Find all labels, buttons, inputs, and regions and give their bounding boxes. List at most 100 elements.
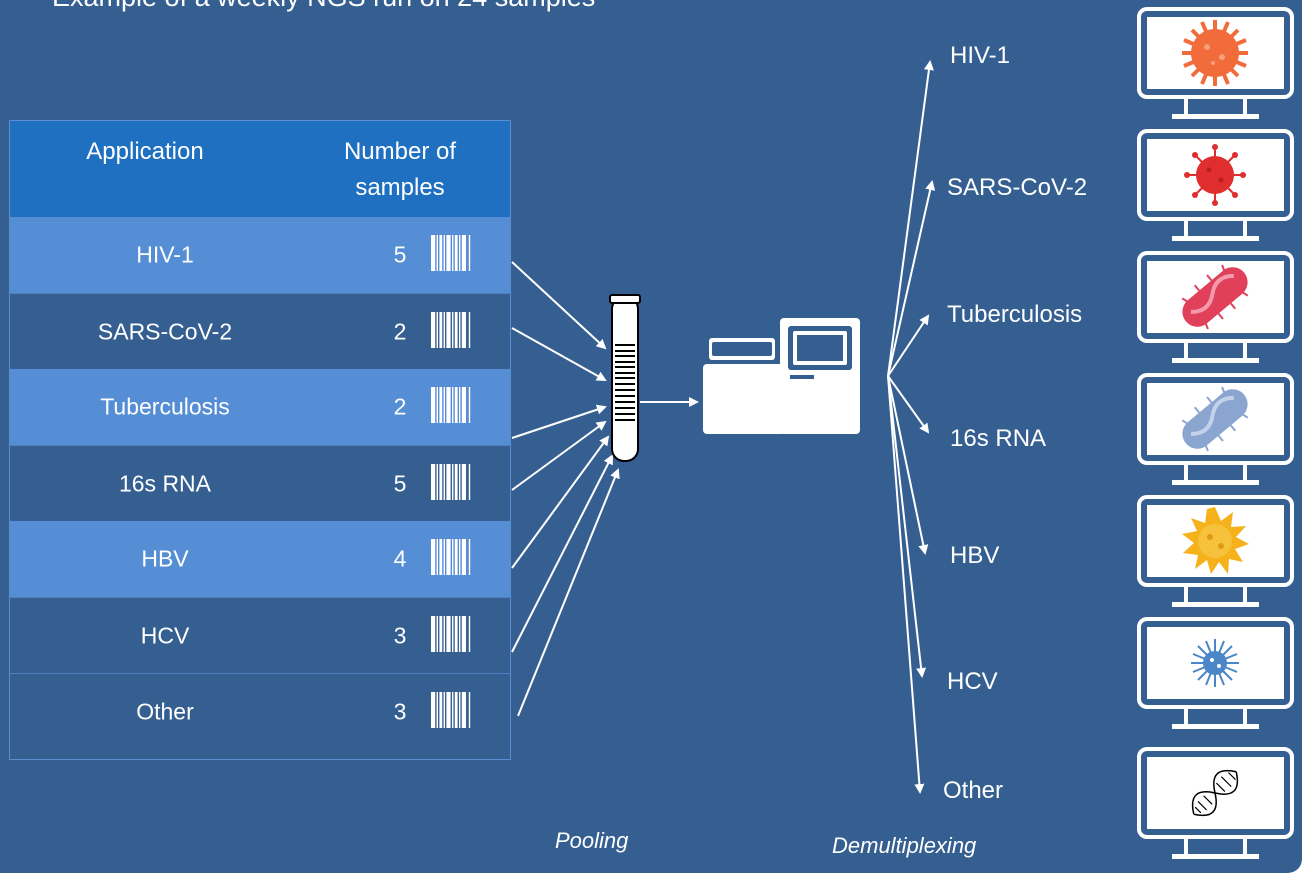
- barcode-bar: [443, 387, 445, 423]
- barcode-bar: [439, 235, 443, 271]
- barcode-bar: [459, 235, 461, 271]
- barcode-bar: [436, 387, 438, 423]
- barcode-icon: [431, 312, 471, 348]
- barcode-bar: [468, 539, 471, 575]
- barcode-bar: [459, 616, 461, 652]
- barcode-bar: [446, 692, 451, 728]
- table-row: HBV 4: [10, 521, 510, 597]
- monitor-16s-rna: [1137, 373, 1294, 485]
- output-label-sarscov2: SARS-CoV-2: [947, 174, 1088, 201]
- barcode-icon: [431, 692, 471, 728]
- barcode-bar: [443, 464, 445, 500]
- barcode-bar: [443, 616, 445, 652]
- row-count: 3: [393, 622, 407, 648]
- barcode-bar: [452, 235, 454, 271]
- barcode-bar: [443, 312, 445, 348]
- monitor-hiv1: [1137, 7, 1294, 119]
- barcode-bar: [468, 464, 471, 500]
- barcode-bar: [439, 464, 443, 500]
- barcode-bar: [468, 312, 471, 348]
- barcode-bar: [461, 616, 466, 652]
- row-count: 4: [393, 545, 407, 572]
- barcode-bar: [468, 692, 471, 728]
- barcode-bar: [454, 692, 458, 728]
- monitor-frame: [1137, 7, 1294, 119]
- barcode-bar: [461, 692, 466, 728]
- row-count: 2: [393, 318, 407, 344]
- barcode-bar: [461, 464, 466, 500]
- barcode-bar: [459, 539, 461, 575]
- row-application: 16s RNA: [118, 470, 212, 496]
- output-label-other: Other: [943, 777, 1004, 804]
- barcode-icon: [431, 387, 471, 423]
- barcode-bar: [454, 464, 458, 500]
- row-count: 3: [393, 698, 407, 724]
- barcode-bar: [446, 387, 451, 423]
- table-header: Application Number of samples: [10, 121, 510, 217]
- monitor-tuberculosis: [1137, 251, 1294, 363]
- barcode-bar: [446, 235, 451, 271]
- barcode-bar: [459, 464, 461, 500]
- barcode-bar: [468, 616, 471, 652]
- dna-icon: [1191, 769, 1239, 817]
- monitor-sarscov2: [1137, 129, 1294, 241]
- barcode-bar: [439, 692, 443, 728]
- barcode-bar: [446, 464, 451, 500]
- barcode-bar: [452, 387, 454, 423]
- barcode-bar: [461, 387, 466, 423]
- bacterium-red-icon: [1181, 264, 1249, 330]
- barcode-bar: [439, 387, 443, 423]
- barcode-bar: [443, 692, 445, 728]
- pooling-caption: Pooling: [555, 828, 629, 853]
- demultiplexing-arrows: [887, 60, 936, 794]
- barcode-bar: [431, 539, 436, 575]
- barcode-bar: [431, 692, 436, 728]
- barcode-bar: [461, 312, 466, 348]
- table-row: HCV 3: [10, 597, 510, 673]
- virus-blue-icon: [1191, 639, 1239, 687]
- samples-table: Application Number of samples HIV-1 5 SA…: [9, 120, 511, 760]
- barcode-bar: [454, 312, 458, 348]
- barcode-bar: [439, 539, 443, 575]
- barcode-bar: [443, 539, 445, 575]
- table-row: HIV-1 5: [10, 217, 510, 293]
- barcode-icon: [431, 235, 471, 271]
- row-count: 5: [393, 241, 407, 268]
- barcode-icon: [431, 539, 471, 575]
- barcode-bar: [452, 539, 454, 575]
- sequencer-icon: [703, 318, 860, 434]
- barcode-bar: [468, 235, 471, 271]
- monitor-other: [1137, 747, 1294, 859]
- barcode-bar: [431, 312, 436, 348]
- barcode-icon: [431, 464, 471, 500]
- barcode-bar: [468, 387, 471, 423]
- barcode-bar: [446, 539, 451, 575]
- bacterium-blue-icon: [1181, 386, 1249, 452]
- output-label-hbv: HBV: [950, 542, 1000, 569]
- virus-orange-icon: [1182, 20, 1248, 86]
- virus-yellow-icon: [1182, 507, 1249, 574]
- monitor-hcv: [1137, 617, 1294, 729]
- row-application: Tuberculosis: [100, 393, 230, 420]
- demultiplexing-caption: Demultiplexing: [832, 833, 977, 858]
- barcode-bar: [461, 539, 466, 575]
- barcode-bar: [454, 539, 458, 575]
- barcode-bar: [431, 616, 436, 652]
- row-application: SARS-CoV-2: [97, 318, 233, 344]
- barcode-bar: [452, 616, 454, 652]
- output-label-hcv: HCV: [947, 668, 998, 695]
- table-row: 16s RNA 5: [10, 445, 510, 521]
- barcode-bar: [439, 616, 443, 652]
- barcode-bar: [439, 312, 443, 348]
- virus-red-icon: [1184, 144, 1246, 206]
- page-title: Example of a weekly NGS run on 24 sample…: [52, 0, 595, 13]
- barcode-bar: [436, 464, 438, 500]
- barcode-bar: [443, 235, 445, 271]
- sample-tube-icon: [609, 294, 641, 462]
- barcode-bar: [436, 539, 438, 575]
- barcode-bar: [452, 464, 454, 500]
- row-application: HIV-1: [136, 241, 194, 268]
- row-count: 5: [393, 470, 407, 496]
- row-application: HBV: [141, 545, 189, 572]
